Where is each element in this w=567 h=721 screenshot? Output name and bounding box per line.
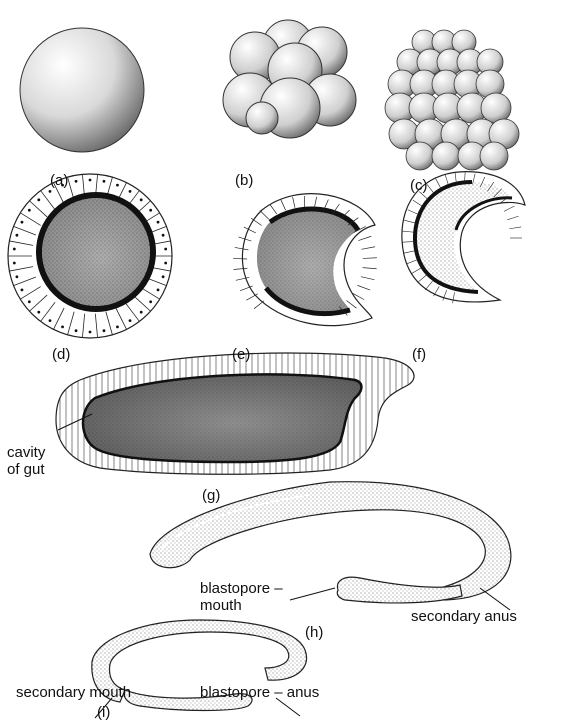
- morula-cells: [385, 30, 519, 170]
- panel-label-c: (c): [410, 177, 428, 194]
- panel-label-f: (f): [412, 346, 426, 363]
- cleavage-cells: [223, 20, 356, 138]
- panel-label-g: (g): [202, 487, 220, 504]
- secondary-mouth-label: secondary mouth: [16, 684, 131, 701]
- cavity-of-gut-label: cavity of gut: [7, 444, 45, 478]
- deuterostome-gut-tube: [92, 620, 307, 718]
- panel-label-h: (h): [305, 624, 323, 641]
- panel-label-e: (e): [232, 346, 250, 363]
- blastopore-mouth-label: blastopore – mouth: [200, 580, 283, 614]
- panel-label-a: (a): [50, 172, 68, 189]
- blastopore-anus-label: blastopore – anus: [200, 684, 319, 701]
- panel-label-i: (i): [97, 704, 110, 721]
- panel-label-d: (d): [52, 346, 70, 363]
- egg-cell: [20, 28, 144, 152]
- blastula: [8, 174, 172, 338]
- early-gastrula: [233, 194, 377, 326]
- panel-label-b: (b): [235, 172, 253, 189]
- secondary-anus-label: secondary anus: [411, 608, 517, 625]
